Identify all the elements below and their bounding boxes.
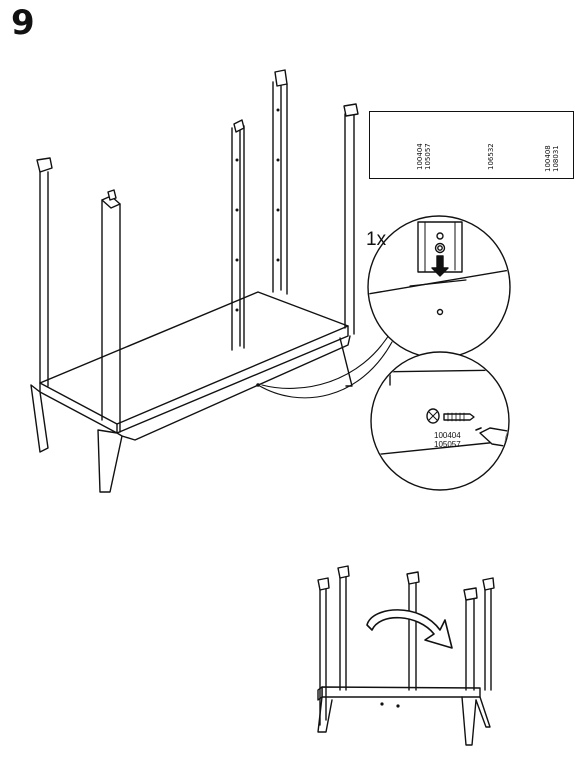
front-foot [97,429,123,493]
parts-box [369,111,574,179]
step-number: 9 [11,3,35,43]
callout-circle-bottom [370,351,510,491]
rotation-illustration [317,565,495,746]
middle-upright-panel [231,123,245,351]
left-foot [30,384,49,453]
quantity-label: 1x [366,229,387,250]
bolt-part-code-1: 100408 [544,145,552,172]
callout-circle-top [367,215,511,359]
screw-part-code-2: 105057 [424,143,432,170]
rotation-arrow [366,609,453,649]
callout-leader [261,329,393,389]
detail-screw-code-2: 105057 [434,440,461,449]
base-panel-top [39,291,349,425]
washer-part-code: 106532 [487,143,495,170]
rear-upright-panel [272,79,288,295]
front-left-leg [101,199,121,433]
bolt-part-code-2: 108031 [552,145,560,172]
rear-left-leg [39,169,49,387]
detail-screw-code-1: 100404 [434,431,461,440]
rear-right-leg [344,113,355,335]
screw-part-code-1: 100404 [416,143,424,170]
base-panel-edge [39,382,118,434]
